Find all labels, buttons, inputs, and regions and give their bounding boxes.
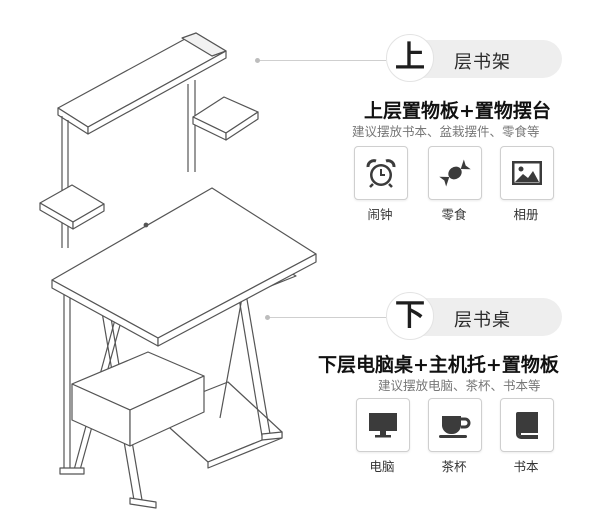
item-label-photo-album: 相册 xyxy=(513,207,539,222)
lower-desk-illustration xyxy=(51,187,317,509)
tile-teacup xyxy=(428,398,482,452)
lower-badge: 下 xyxy=(386,292,434,340)
desk-illustration xyxy=(39,32,317,509)
item-label-alarm-clock: 闹钟 xyxy=(367,207,393,222)
upper-label-pill: 上 层书架 xyxy=(386,34,562,82)
tile-candy xyxy=(428,146,482,200)
lower-subtitle: 建议摆放电脑、茶杯、书本等 xyxy=(378,378,541,393)
monitor-icon xyxy=(369,413,397,438)
tile-book xyxy=(500,398,554,452)
upper-heading: 上层置物板+置物摆台 xyxy=(364,100,551,122)
lower-heading: 下层电脑桌+主机托+置物板 xyxy=(318,354,559,376)
lower-title: 层书桌 xyxy=(454,310,511,331)
tile-monitor xyxy=(356,398,410,452)
teacup-icon xyxy=(439,416,471,438)
upper-leader-line xyxy=(255,58,386,63)
upper-subtitle: 建议摆放书本、盆栽摆件、零食等 xyxy=(352,124,540,139)
tile-alarm-clock xyxy=(354,146,408,200)
upper-badge-char: 上 xyxy=(395,40,425,75)
book-icon xyxy=(516,412,538,439)
lower-label-pill: 下 层书桌 xyxy=(386,292,562,340)
item-label-monitor: 电脑 xyxy=(369,459,395,474)
item-label-teacup: 茶杯 xyxy=(441,459,467,474)
lower-leader-line xyxy=(265,315,386,320)
item-label-book: 书本 xyxy=(513,459,539,474)
upper-shelf-illustration xyxy=(39,32,259,248)
candy-icon xyxy=(439,159,471,187)
upper-badge: 上 xyxy=(386,34,434,82)
alarm-clock-icon xyxy=(366,159,396,188)
upper-title: 层书架 xyxy=(454,52,511,73)
photo-album-icon xyxy=(512,161,542,185)
tile-photo-album xyxy=(500,146,554,200)
item-label-candy: 零食 xyxy=(441,207,467,222)
lower-badge-char: 下 xyxy=(395,298,425,333)
